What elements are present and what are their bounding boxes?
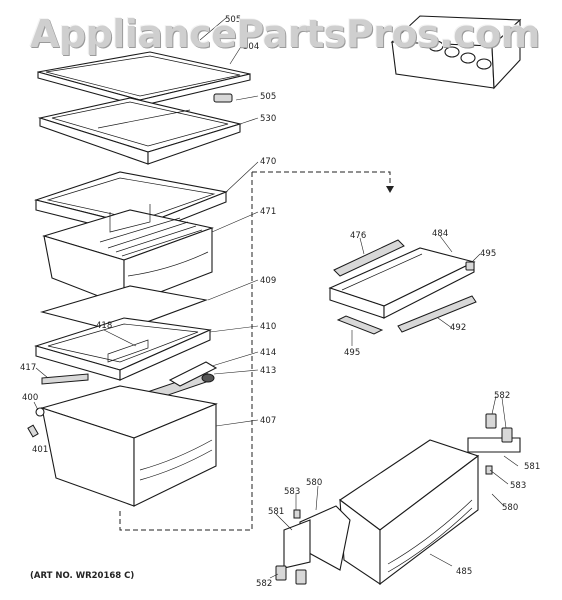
- callout-413: 413: [260, 366, 276, 376]
- callout-401: 401: [32, 445, 48, 455]
- leader-lines: [33, 17, 519, 579]
- callout-530: 530: [260, 114, 276, 124]
- callout-471: 471: [260, 207, 276, 217]
- callout-407: 407: [260, 416, 276, 426]
- dashed-arrow-down-icon: [386, 186, 394, 193]
- callout-582-bottom: 582: [256, 579, 272, 589]
- accessory-tray: [390, 15, 522, 90]
- callout-414: 414: [260, 348, 276, 358]
- callout-581-right: 581: [524, 462, 540, 472]
- callout-504: 504: [243, 42, 259, 52]
- glass-insert-409: [39, 285, 209, 333]
- callout-582-top: 582: [494, 391, 510, 401]
- callout-418: 418: [96, 321, 112, 331]
- art-number: (ART NO. WR20168 C): [30, 571, 134, 581]
- callout-400: 400: [22, 393, 38, 403]
- callout-580-left: 580: [306, 478, 322, 488]
- dashed-guides: [119, 171, 394, 531]
- small-parts-582-583: [275, 413, 513, 585]
- callout-583-right: 583: [510, 481, 526, 491]
- callout-495-right: 495: [480, 249, 496, 259]
- callout-505-trim: 505: [260, 92, 276, 102]
- watermark: AppliancePartsPros.com: [30, 12, 540, 56]
- callout-485: 485: [456, 567, 472, 577]
- callout-581-left: 581: [268, 507, 284, 517]
- callout-492: 492: [450, 323, 466, 333]
- callout-505-top: 505: [225, 15, 241, 25]
- shelf-glass-504: [37, 51, 251, 107]
- shelf-frame-530: [37, 93, 243, 165]
- cover-assembly-484: [328, 239, 477, 335]
- callout-409: 409: [260, 276, 276, 286]
- callout-410: 410: [260, 322, 276, 332]
- callout-labels: 505 504 505 530 470 471 409 418 410 414 …: [20, 15, 540, 589]
- callout-417: 417: [20, 363, 36, 373]
- drawer-407: [27, 385, 218, 507]
- callout-470: 470: [260, 157, 276, 167]
- callout-476: 476: [350, 231, 366, 241]
- callout-580-right: 580: [502, 503, 518, 513]
- drawer-485: [283, 437, 521, 586]
- callout-583-left: 583: [284, 487, 300, 497]
- callout-484: 484: [432, 229, 448, 239]
- pan-471: [42, 204, 214, 307]
- callout-495-left: 495: [344, 348, 360, 358]
